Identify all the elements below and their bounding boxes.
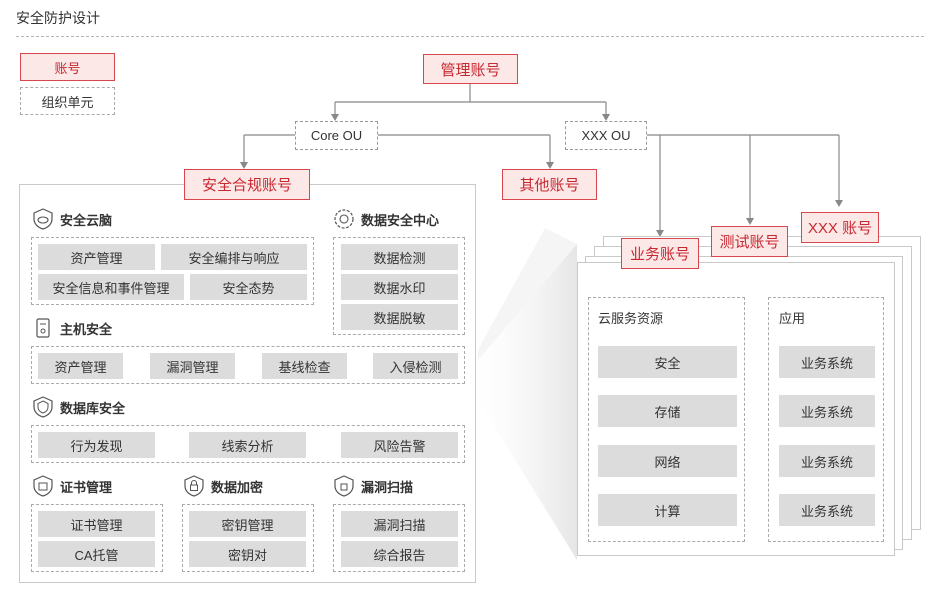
scan-item[interactable]: 综合报告 bbox=[341, 541, 458, 567]
title-divider bbox=[16, 36, 924, 37]
app-item[interactable]: 业务系统 bbox=[779, 445, 875, 477]
brain-item[interactable]: 安全编排与响应 bbox=[161, 244, 307, 270]
app-item[interactable]: 业务系统 bbox=[779, 395, 875, 427]
host-item[interactable]: 基线检查 bbox=[262, 353, 347, 379]
cloud-brain-icon bbox=[32, 208, 54, 230]
cloud-resource-title: 云服务资源 bbox=[598, 311, 664, 326]
app-item[interactable]: 业务系统 bbox=[779, 494, 875, 526]
cert-header: 证书管理 bbox=[32, 474, 112, 498]
data-center-title: 数据安全中心 bbox=[361, 212, 440, 228]
db-item[interactable]: 风险告警 bbox=[341, 432, 458, 458]
core-ou[interactable]: Core OU bbox=[295, 121, 378, 150]
host-title: 主机安全 bbox=[60, 321, 113, 337]
cloud-resource-item[interactable]: 网络 bbox=[598, 445, 737, 477]
app-item[interactable]: 业务系统 bbox=[779, 346, 875, 378]
vulnerability-scan-icon bbox=[333, 475, 355, 497]
db-header: 数据库安全 bbox=[32, 395, 125, 419]
app-title: 应用 bbox=[779, 311, 806, 326]
encrypt-title: 数据加密 bbox=[211, 479, 264, 495]
legend-account: 账号 bbox=[20, 53, 115, 81]
xxx-ou[interactable]: XXX OU bbox=[565, 121, 647, 150]
certificate-icon bbox=[32, 475, 54, 497]
cloud-resource-item[interactable]: 存储 bbox=[598, 395, 737, 427]
host-header: 主机安全 bbox=[32, 316, 112, 340]
zoom-shade bbox=[478, 244, 577, 560]
shield-icon bbox=[32, 396, 54, 418]
data-center-header: 数据安全中心 bbox=[333, 207, 439, 231]
data-center-item[interactable]: 数据检测 bbox=[341, 244, 458, 270]
encrypt-header: 数据加密 bbox=[183, 474, 263, 498]
page-title: 安全防护设计 bbox=[16, 10, 100, 26]
xxx-account[interactable]: XXX 账号 bbox=[801, 212, 879, 243]
brain-header: 安全云脑 bbox=[32, 207, 112, 231]
host-icon bbox=[32, 317, 54, 339]
host-item[interactable]: 资产管理 bbox=[38, 353, 123, 379]
scan-title: 漏洞扫描 bbox=[361, 479, 414, 495]
legend-ou: 组织单元 bbox=[20, 87, 115, 115]
cert-item[interactable]: 证书管理 bbox=[38, 511, 155, 537]
db-item[interactable]: 行为发现 bbox=[38, 432, 155, 458]
cloud-resource-item[interactable]: 计算 bbox=[598, 494, 737, 526]
scan-item[interactable]: 漏洞扫描 bbox=[341, 511, 458, 537]
other-account[interactable]: 其他账号 bbox=[502, 169, 597, 200]
scan-header: 漏洞扫描 bbox=[333, 474, 413, 498]
brain-item[interactable]: 安全信息和事件管理 bbox=[38, 274, 184, 300]
brain-item[interactable]: 资产管理 bbox=[38, 244, 155, 270]
cert-title: 证书管理 bbox=[60, 479, 113, 495]
db-title: 数据库安全 bbox=[60, 400, 126, 416]
host-item[interactable]: 入侵检测 bbox=[373, 353, 458, 379]
cloud-resource-item[interactable]: 安全 bbox=[598, 346, 737, 378]
data-center-item[interactable]: 数据脱敏 bbox=[341, 304, 458, 330]
lock-icon bbox=[183, 475, 205, 497]
compliance-account[interactable]: 安全合规账号 bbox=[184, 169, 310, 200]
master-account[interactable]: 管理账号 bbox=[423, 54, 518, 84]
test-account[interactable]: 测试账号 bbox=[711, 226, 788, 257]
business-account[interactable]: 业务账号 bbox=[621, 238, 699, 269]
encrypt-item[interactable]: 密钥管理 bbox=[189, 511, 306, 537]
brain-title: 安全云脑 bbox=[60, 212, 113, 228]
data-security-icon bbox=[333, 208, 355, 230]
db-item[interactable]: 线索分析 bbox=[189, 432, 306, 458]
encrypt-item[interactable]: 密钥对 bbox=[189, 541, 306, 567]
brain-item[interactable]: 安全态势 bbox=[190, 274, 307, 300]
cert-item[interactable]: CA托管 bbox=[38, 541, 155, 567]
data-center-item[interactable]: 数据水印 bbox=[341, 274, 458, 300]
host-item[interactable]: 漏洞管理 bbox=[150, 353, 235, 379]
